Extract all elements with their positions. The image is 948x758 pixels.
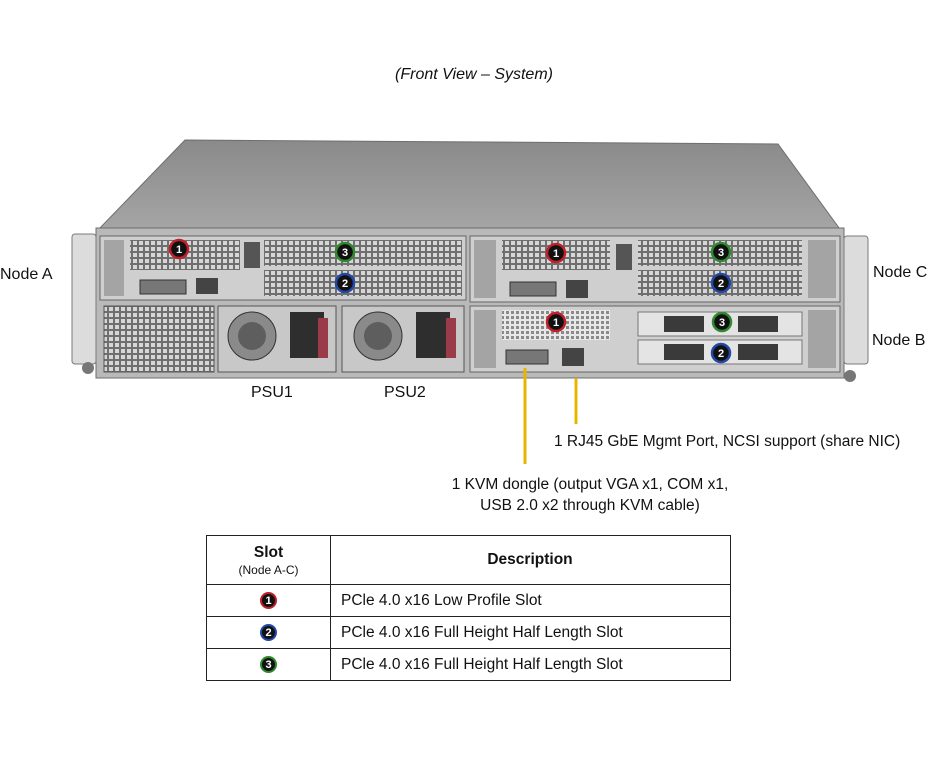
description-cell: PCle 4.0 x16 Full Height Half Length Slo… [330,648,731,681]
psu2-module [341,305,465,373]
figure-caption: (Front View – System) [395,66,553,83]
svg-text:3: 3 [719,317,725,329]
node-c-module [469,235,841,303]
table-row: 1 PCle 4.0 x16 Low Profile Slot [206,584,731,617]
node-c-label: Node C [873,264,928,281]
slot-2-badge-icon: 2 [260,623,277,641]
slot-3-badge-icon: 3 [260,655,277,673]
slot-cell: 1 [206,584,331,617]
kvm-callout-text: 1 KVM dongle (output VGA x1, COM x1, USB… [430,474,750,516]
node-c-slot1-badge: 1 [545,242,567,264]
node-b-slot1-badge: 1 [545,311,567,333]
psu1-label: PSU1 [251,384,293,401]
rack-ear-right [843,235,869,365]
node-b-module [469,305,841,373]
rack-ear-left [71,233,97,365]
node-a-slot3-badge: 3 [334,241,356,263]
psu1-module [217,305,337,373]
node-b-slot3-badge: 3 [711,311,733,333]
svg-text:3: 3 [342,247,348,259]
psu2-label: PSU2 [384,384,426,401]
table-row: 2 PCle 4.0 x16 Full Height Half Length S… [206,616,731,649]
node-c-slot3-badge: 3 [710,241,732,263]
slot-cell: 2 [206,616,331,649]
node-b-slot2-badge: 2 [710,342,732,364]
description-cell: PCle 4.0 x16 Full Height Half Length Slo… [330,616,731,649]
table-row: 3 PCle 4.0 x16 Full Height Half Length S… [206,648,731,681]
header-slot-subtitle: (Node A-C) [238,562,299,577]
svg-text:1: 1 [553,317,559,329]
description-cell: PCle 4.0 x16 Low Profile Slot [330,584,731,617]
table-header-row: Slot (Node A-C) Description [206,535,731,585]
node-c-slot2-badge: 2 [710,272,732,294]
header-slot-title: Slot [253,543,284,561]
svg-text:3: 3 [718,247,724,259]
node-a-module [99,235,467,301]
screw-right [844,370,856,382]
slot-description-table: Slot (Node A-C) Description 1 PCle 4.0 x… [206,535,731,681]
fan-grille [103,305,215,373]
screw-left [82,362,94,374]
kvm-callout-line2: USB 2.0 x2 through KVM cable) [480,497,700,514]
svg-text:1: 1 [176,244,182,256]
kvm-callout-line1: 1 KVM dongle (output VGA x1, COM x1, [451,476,729,493]
svg-text:2: 2 [718,348,724,360]
slot-cell: 3 [206,648,331,681]
rj45-callout-text: 1 RJ45 GbE Mgmt Port, NCSI support (shar… [554,433,901,450]
svg-text:2: 2 [342,278,348,290]
node-a-slot1-badge: 1 [168,238,190,260]
header-description: Description [330,535,731,585]
slot-1-badge-icon: 1 [260,591,277,609]
node-b-label: Node B [872,332,926,349]
header-slot: Slot (Node A-C) [206,535,331,585]
node-a-slot2-badge: 2 [334,272,356,294]
svg-text:1: 1 [553,248,559,260]
svg-text:2: 2 [718,278,724,290]
chassis-top-lid [96,139,843,233]
node-a-label: Node A [0,266,53,283]
